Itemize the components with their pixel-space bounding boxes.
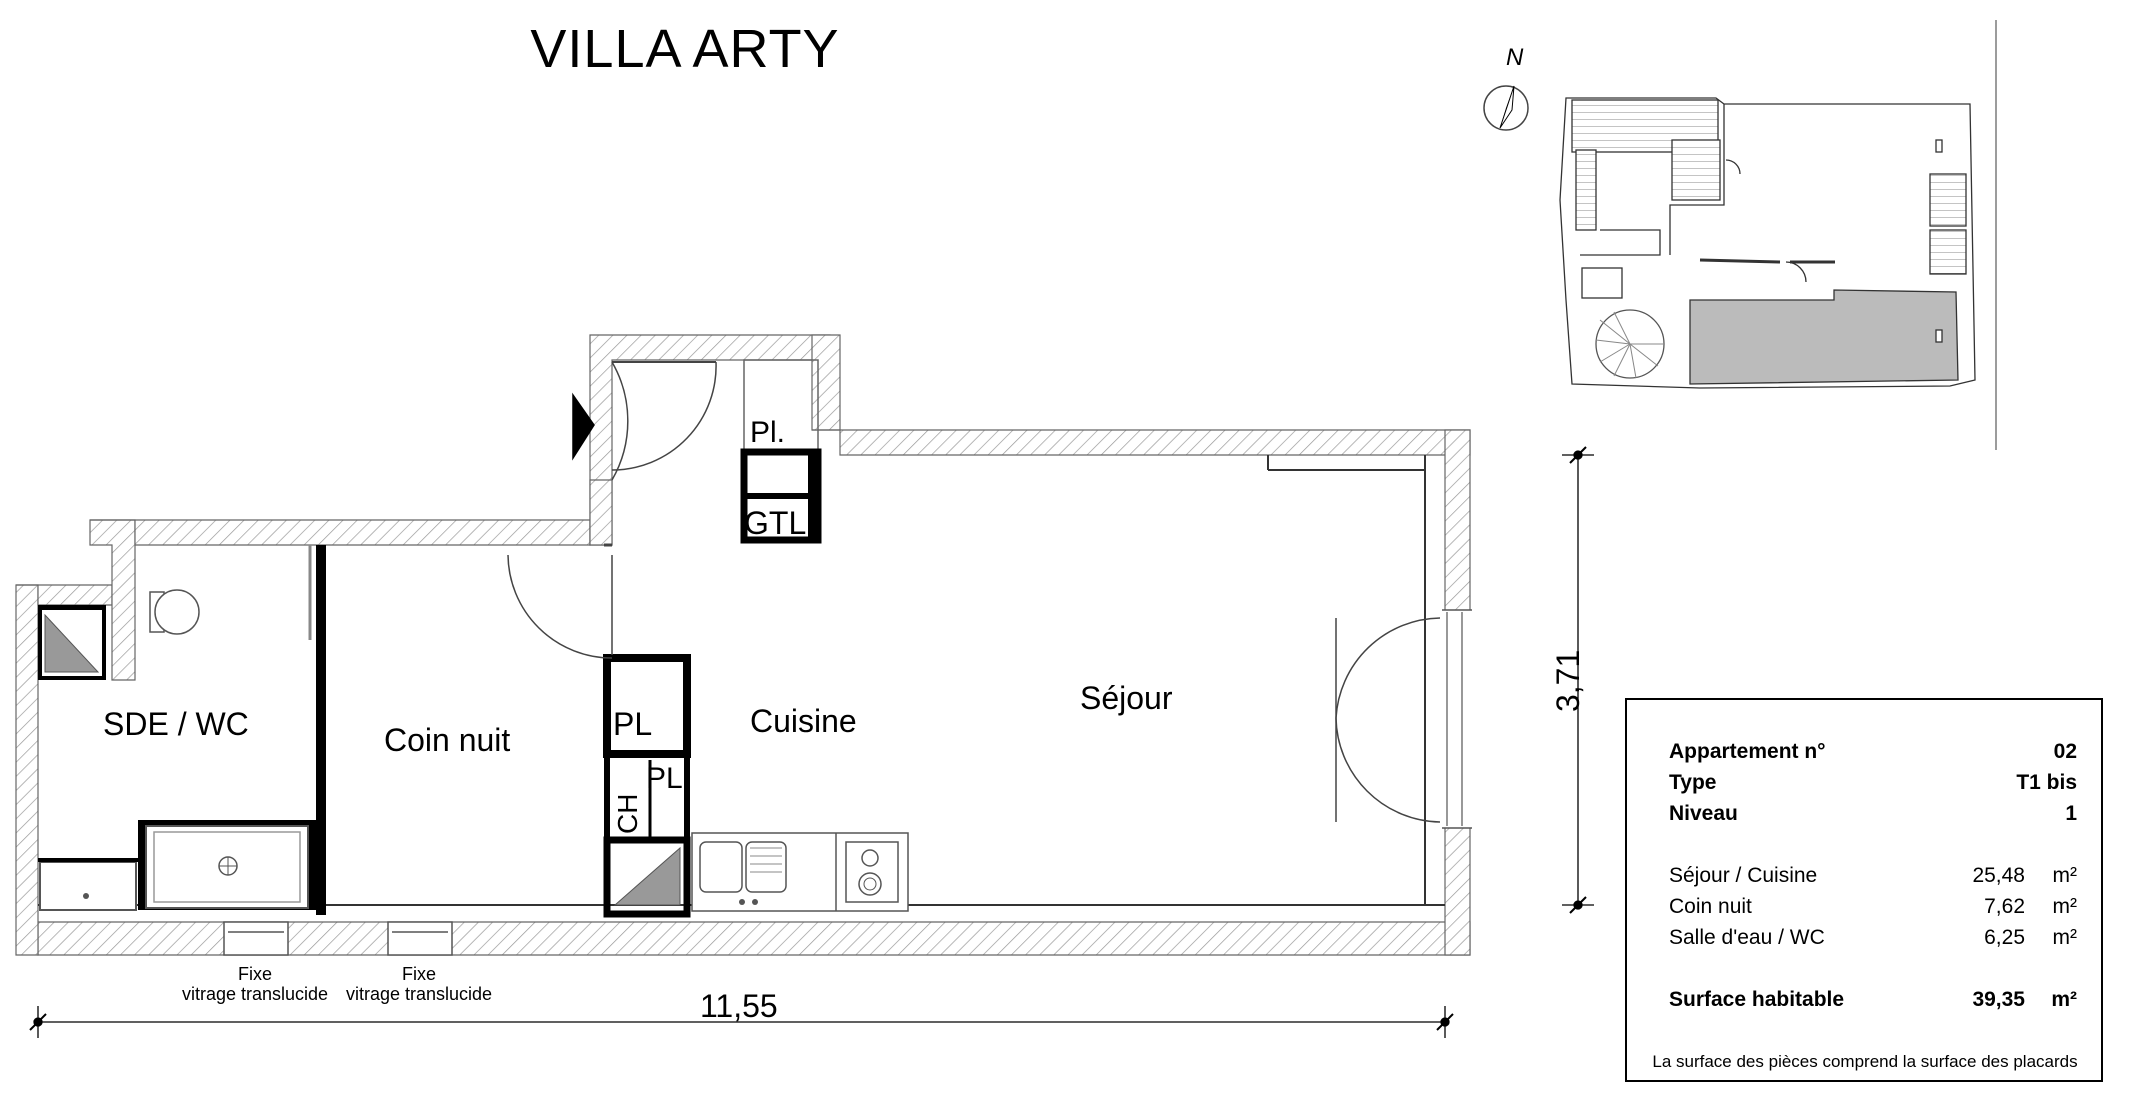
room-label-coin-nuit: Coin nuit: [384, 722, 511, 758]
room-label-cuisine: Cuisine: [750, 703, 857, 739]
info-row-area-coin-nuit: Coin nuit 7,62 m²: [1669, 895, 2077, 918]
dimension-depth: 3,71: [1550, 649, 1586, 712]
window-note-2: Fixe vitrage translucide: [345, 964, 493, 1004]
info-row-type: Type T1 bis: [1669, 771, 2077, 794]
info-row-level: Niveau 1: [1669, 802, 2077, 825]
north-arrow-icon: [1483, 85, 1529, 131]
window-note-1: Fixe vitrage translucide: [181, 964, 329, 1004]
info-row-apartment: Appartement n° 02: [1669, 740, 2077, 763]
doors: [507, 361, 1441, 823]
label-placard-1: PL: [613, 706, 653, 742]
info-row-area-sejour: Séjour / Cuisine 25,48 m²: [1669, 864, 2077, 887]
info-row-area-salle-eau: Salle d'eau / WC 6,25 m²: [1669, 926, 2077, 949]
label-gtl: GTL: [744, 505, 807, 541]
info-note: La surface des pièces comprend la surfac…: [1652, 1052, 2078, 1071]
dimension-lines: [29, 446, 1594, 1038]
bathroom-fixtures: [38, 545, 326, 915]
bottom-windows: [223, 921, 453, 956]
page-title: VILLA ARTY: [530, 19, 840, 79]
label-placard-entry: Pl.: [750, 416, 786, 449]
room-label-sejour: Séjour: [1080, 680, 1173, 716]
label-chauffe-eau: CH: [612, 793, 643, 834]
info-row-total: Surface habitable 39,35 m²: [1669, 988, 2077, 1011]
dimension-width: 11,55: [700, 988, 778, 1024]
label-placard-2: PL: [646, 762, 683, 795]
kitchen-fixtures: [603, 359, 909, 918]
key-plan: [1559, 20, 1997, 450]
info-box: Appartement n° 02 Type T1 bis Niveau 1 S…: [1625, 698, 2103, 1082]
north-label: N: [1506, 44, 1524, 71]
room-label-sde-wc: SDE / WC: [103, 706, 249, 742]
